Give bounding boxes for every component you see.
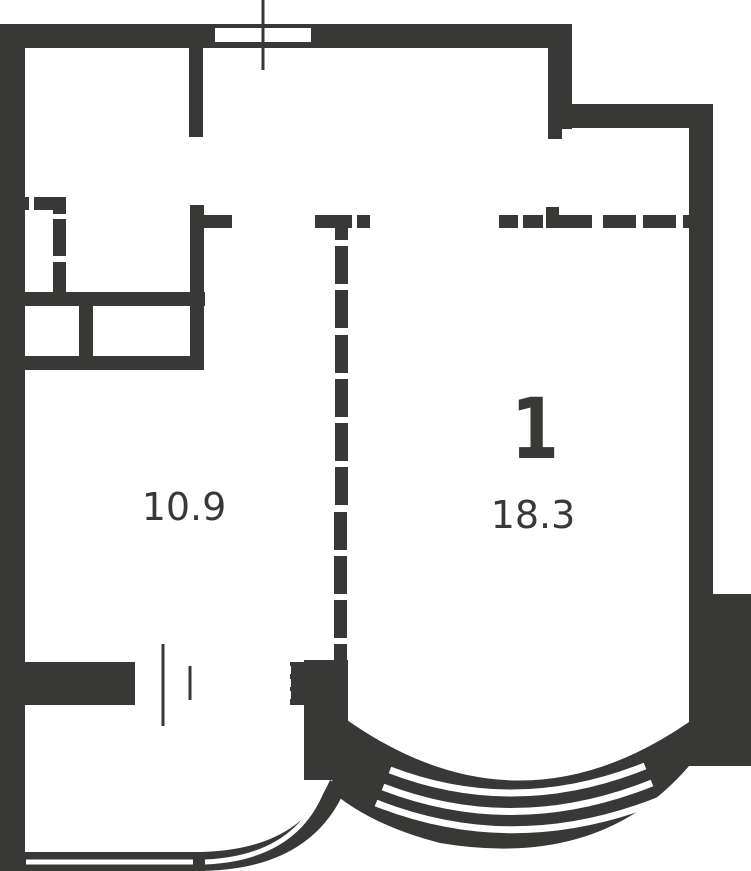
room-door-stub-b [357, 215, 370, 228]
bath-wall-bottom [25, 356, 204, 370]
closet-stub-a [25, 197, 29, 210]
room-number-1: 1 [511, 380, 559, 478]
bath-wall-right [190, 205, 204, 368]
dashed-partition-horizontal [499, 207, 689, 228]
balcony-window [26, 789, 325, 865]
bath-wall-top [25, 292, 205, 306]
right-wall-column [689, 594, 751, 766]
closet-dash-1 [53, 219, 66, 256]
right-wall [689, 104, 713, 604]
closet-stub-b [34, 197, 66, 210]
closet-dash-2 [53, 262, 66, 294]
walls [0, 24, 751, 871]
closet-dash-0 [53, 210, 66, 214]
hall-partition [189, 48, 203, 137]
room-door-stub-a [315, 215, 352, 228]
balcony-wall-left [25, 662, 135, 705]
bath-door-stub [190, 215, 232, 228]
room-1-area: 18.3 [490, 493, 576, 537]
left-wall [0, 24, 25, 871]
bay-window [374, 762, 662, 834]
bath-divider [79, 306, 93, 356]
step-wall-horizontal [548, 104, 713, 128]
top-window [215, 0, 311, 70]
dashed-partition-vertical [334, 228, 348, 660]
balcony-door [136, 644, 291, 726]
step-wall-stub [548, 104, 562, 139]
kitchen-area: 10.9 [141, 485, 227, 529]
balcony-rail-arc [200, 780, 345, 871]
